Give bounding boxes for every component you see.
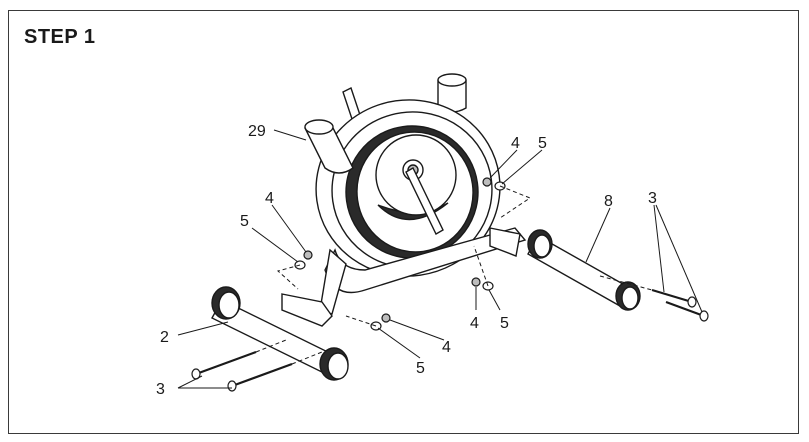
callout-5: 5: [416, 360, 425, 377]
callout-4: 4: [442, 339, 451, 356]
callout-4: 4: [470, 315, 479, 332]
hardware: [191, 177, 709, 392]
callout-labels: 29 4 5 4 5 8 3 4 5 2 4 5 3: [156, 123, 657, 398]
callout-4: 4: [265, 190, 274, 207]
callout-5: 5: [240, 213, 249, 230]
callout-5: 5: [500, 315, 509, 332]
callout-5: 5: [538, 135, 547, 152]
front-stabilizer: [211, 286, 349, 381]
callout-4: 4: [511, 135, 520, 152]
main-frame-assembly: [281, 73, 527, 327]
step-title: STEP 1: [24, 26, 96, 48]
callout-2: 2: [160, 329, 169, 346]
assembly-guides: [255, 185, 653, 365]
rear-stabilizer: [527, 229, 641, 311]
callout-29: 29: [248, 123, 266, 140]
leader-lines: [177, 129, 703, 389]
callout-3: 3: [156, 381, 165, 398]
callout-8: 8: [604, 193, 613, 210]
callout-3: 3: [648, 190, 657, 207]
